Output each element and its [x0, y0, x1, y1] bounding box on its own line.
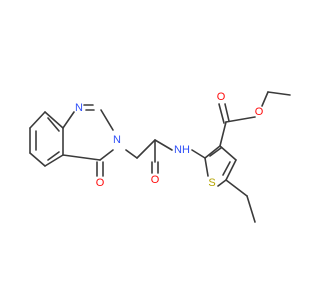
atom-label-s: S [208, 177, 215, 189]
bonds [29, 91, 291, 223]
bond [209, 147, 222, 157]
bond [224, 103, 230, 122]
bond [44, 111, 64, 129]
bond [225, 116, 256, 123]
bond [44, 154, 64, 167]
atom-label-o-amide: O [151, 174, 160, 186]
atom-label-o-ester: O [255, 106, 264, 118]
bond [219, 145, 237, 161]
bond [204, 157, 209, 177]
bond [154, 139, 173, 151]
bond [62, 154, 101, 161]
bond [222, 161, 231, 176]
bond [246, 195, 256, 223]
bond [218, 103, 225, 124]
bond [29, 152, 46, 167]
bond [100, 109, 114, 131]
atom-label-n3: N [113, 134, 121, 146]
atom-label-nh: NH [174, 144, 190, 156]
atom-label-o-ring: O [96, 177, 105, 189]
atom-labels: N N O NH O O O S [75, 91, 264, 189]
bond [136, 139, 156, 159]
bond [267, 91, 291, 96]
bond [217, 179, 227, 187]
molecule-structure-drawing: N N O NH O O O S [29, 91, 291, 223]
bond [261, 91, 269, 107]
bond [125, 149, 138, 159]
bond [219, 121, 227, 147]
bond [99, 149, 114, 161]
bond [62, 111, 75, 129]
atom-label-o-carbonyl: O [217, 91, 226, 103]
bond [47, 117, 60, 132]
bond [225, 179, 248, 197]
bond [47, 151, 60, 161]
bond [225, 159, 237, 181]
bond [204, 145, 221, 159]
bond [191, 149, 206, 159]
bond [29, 111, 46, 129]
atom-label-n1: N [75, 102, 83, 114]
